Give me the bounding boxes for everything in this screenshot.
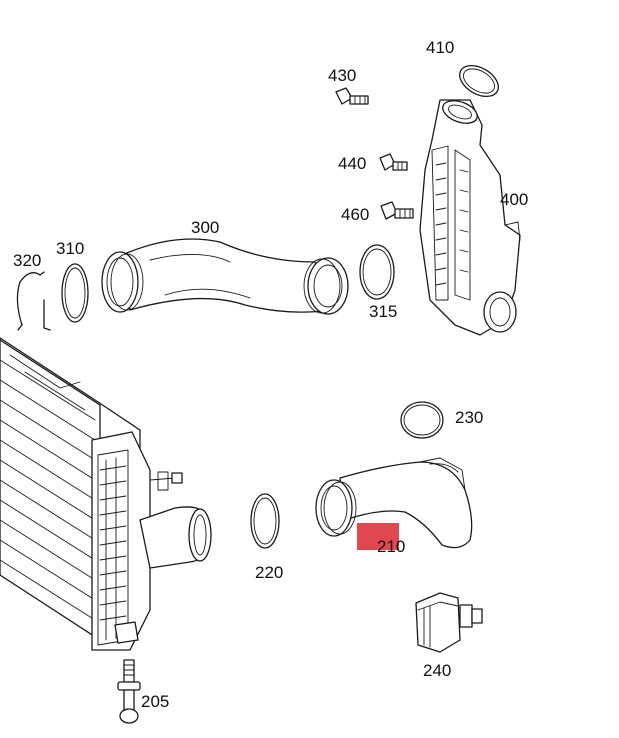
label-315: 315: [369, 302, 397, 321]
bolt-440[interactable]: [379, 153, 408, 171]
seal-ring-310[interactable]: [61, 263, 89, 323]
highlight-marker: [357, 523, 399, 550]
label-460: 460: [341, 205, 369, 224]
charge-air-distributor[interactable]: [419, 96, 521, 336]
label-310: 310: [56, 239, 84, 258]
drain-plug[interactable]: [117, 659, 141, 724]
label-220: 220: [255, 563, 283, 582]
retaining-clip[interactable]: [16, 271, 51, 331]
sensor[interactable]: [415, 592, 483, 653]
intercooler[interactable]: [0, 337, 212, 651]
seal-ring-230[interactable]: [400, 401, 444, 439]
bolt-460[interactable]: [380, 201, 414, 220]
label-400: 400: [500, 190, 528, 209]
label-205: 205: [141, 692, 169, 711]
label-300: 300: [191, 218, 219, 237]
label-320: 320: [13, 251, 41, 270]
label-230: 230: [455, 408, 483, 427]
charge-air-pipe-upper[interactable]: [101, 238, 349, 315]
label-240: 240: [423, 661, 451, 680]
seal-ring-315[interactable]: [359, 244, 395, 300]
label-210: 210: [377, 537, 405, 556]
bolt-430[interactable]: [335, 87, 369, 105]
label-410: 410: [426, 38, 454, 57]
seal-ring-220[interactable]: [250, 493, 280, 549]
charge-air-pipe-lower[interactable]: [315, 457, 473, 549]
label-430: 430: [328, 66, 356, 85]
seal-ring-410[interactable]: [454, 59, 503, 103]
label-440: 440: [338, 154, 366, 173]
